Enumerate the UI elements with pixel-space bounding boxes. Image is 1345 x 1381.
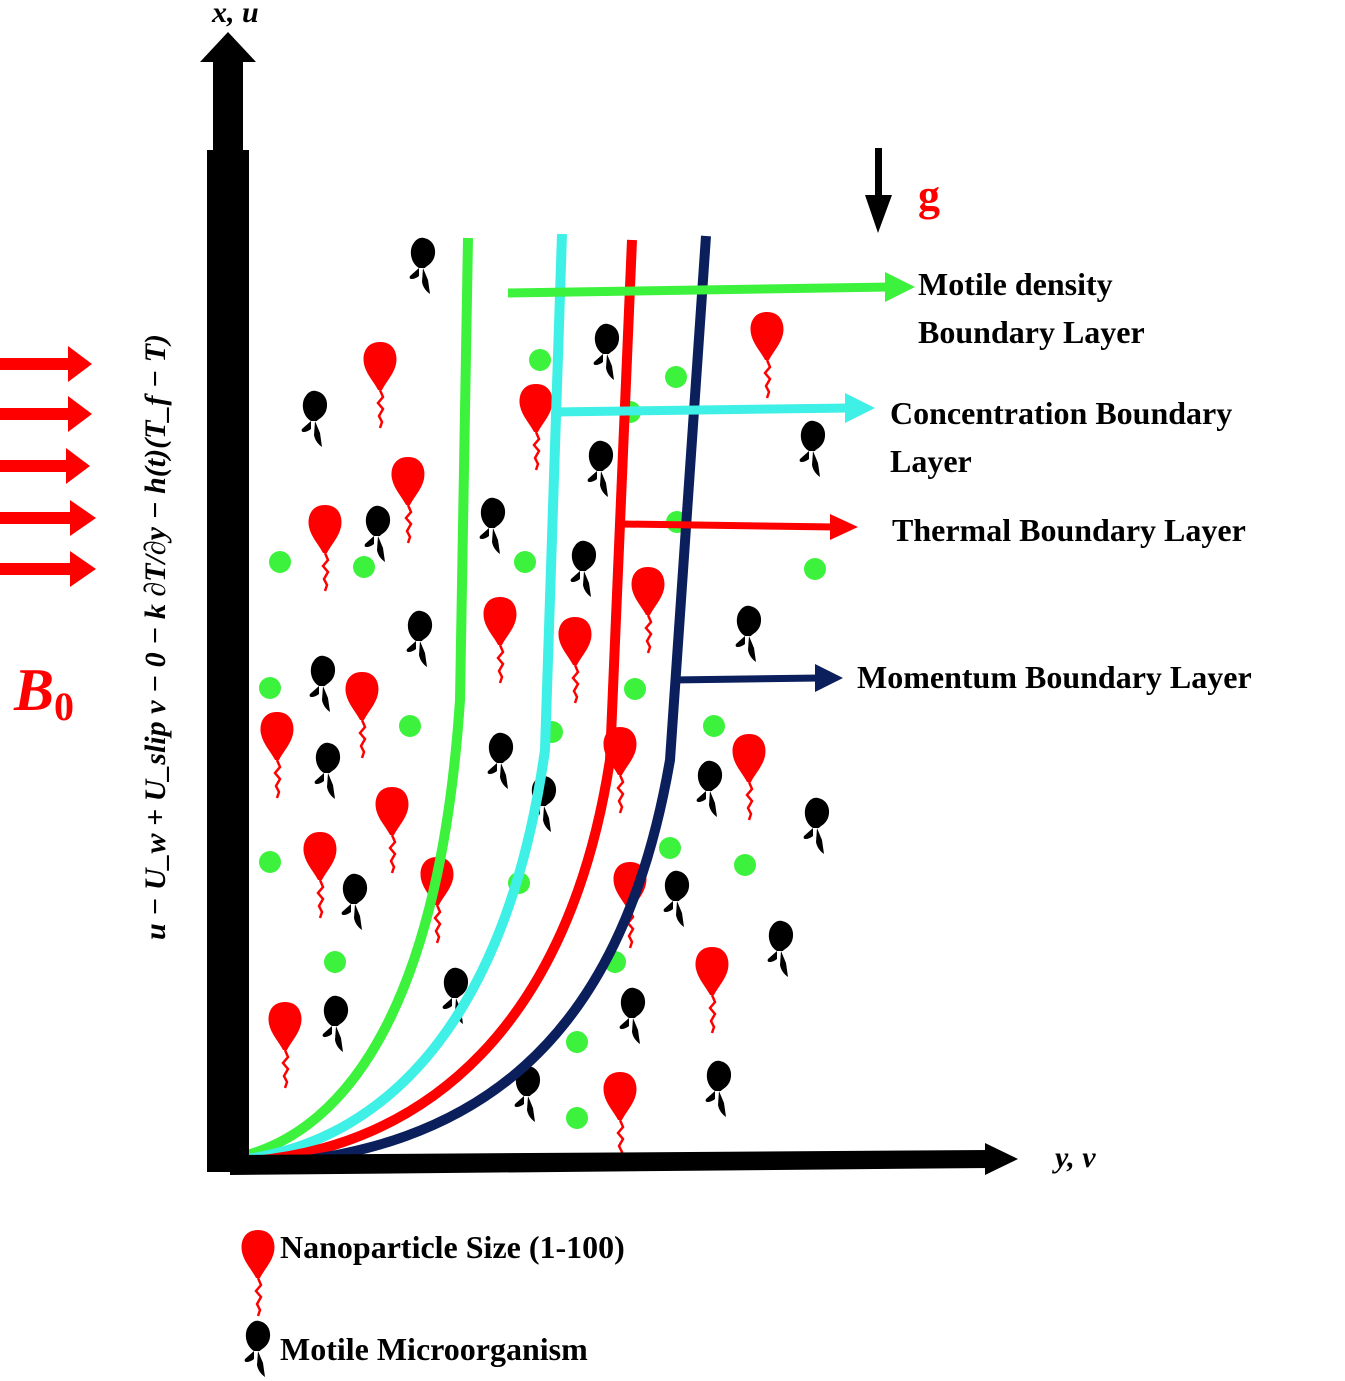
magnetic-field-arrows	[0, 346, 96, 587]
y-axis-line	[230, 1150, 990, 1175]
y-axis-label: y, v	[1052, 1141, 1096, 1174]
fluid-dot-icon	[703, 715, 725, 737]
nanoparticle-legend-icon	[240, 1228, 276, 1318]
concentration-label: Concentration Boundary	[890, 395, 1232, 431]
nanoparticle-icon	[259, 710, 295, 800]
fluid-dot-icon	[399, 715, 421, 737]
y-axis-arrowhead	[985, 1143, 1018, 1175]
x-axis-arrowhead	[200, 32, 256, 62]
microorganism-icon	[587, 440, 614, 497]
fluid-dot-icon	[324, 951, 346, 973]
microorganism-icon	[479, 497, 506, 554]
microorganism-icon	[309, 655, 336, 712]
pointer-arrows	[507, 272, 915, 692]
thermal-label: Thermal Boundary Layer	[892, 512, 1246, 548]
nanoparticle-icon	[302, 830, 338, 920]
microorganism-icon	[341, 873, 368, 930]
microorganism-icon	[570, 540, 597, 597]
magnetic-field-label: B0	[13, 657, 74, 729]
microorganism-icon	[735, 605, 762, 662]
boundary-condition-equation: u − U_w + U_slip v − 0 − k ∂T/∂y − h(t)(…	[139, 334, 172, 940]
x-axis-label: x, u	[211, 0, 259, 29]
nanoparticle-icon	[557, 615, 593, 705]
microorganism-icon	[767, 920, 794, 977]
legend: Nanoparticle Size (1-100) Motile Microor…	[240, 1228, 625, 1377]
axes	[200, 32, 1018, 1175]
nanoparticle-icon	[362, 340, 398, 430]
microorganism-legend-icon	[244, 1320, 271, 1377]
fluid-dot-icon	[566, 1031, 588, 1053]
momentum-curve	[259, 235, 711, 1170]
gravity-arrow-icon	[865, 148, 892, 233]
nanoparticle-icon	[518, 382, 554, 472]
motile-density-curve	[238, 237, 473, 1162]
microorganism-icon	[696, 760, 723, 817]
fluid-dot-icon	[624, 678, 646, 700]
microorganism-icon	[487, 732, 514, 789]
microorganism-icon	[406, 610, 433, 667]
nanoparticle-icon	[344, 670, 380, 760]
nanoparticle-icon	[749, 310, 785, 400]
boundary-layer-curves	[238, 233, 711, 1170]
nanoparticle-icon	[630, 565, 666, 655]
microorganism-icon	[322, 995, 349, 1052]
fluid-dot-icon	[665, 366, 687, 388]
nanoparticle-icon	[694, 945, 730, 1035]
microorganism-icon	[619, 987, 646, 1044]
legend-microorganism-label: Motile Microorganism	[280, 1331, 588, 1367]
microorganism-icon	[409, 237, 436, 294]
concentration-curve	[239, 233, 567, 1165]
nanoparticle-icon	[390, 455, 426, 545]
microorganism-icon	[301, 390, 328, 447]
fluid-dot-icon	[259, 677, 281, 699]
microorganism-icon	[364, 505, 391, 562]
gravity-label: g	[918, 171, 940, 220]
microorganism-icon	[663, 870, 690, 927]
fluid-dot-icon	[269, 551, 291, 573]
fluid-dot-icon	[734, 854, 756, 876]
fluid-dot-icon	[353, 556, 375, 578]
concentration-label-2: Layer	[890, 443, 972, 479]
nanoparticle-icon	[374, 785, 410, 875]
legend-nanoparticle-label: Nanoparticle Size (1-100)	[280, 1229, 625, 1265]
nanoparticle-icon	[602, 1070, 638, 1160]
momentum-label: Momentum Boundary Layer	[857, 659, 1252, 695]
fluid-dot-icon	[514, 551, 536, 573]
motile-density-label: Motile density	[918, 266, 1113, 302]
fluid-dot-icon	[659, 837, 681, 859]
nanoparticle-icon	[482, 595, 518, 685]
fluid-dot-icon	[566, 1107, 588, 1129]
fluid-dot-icon	[804, 558, 826, 580]
microorganism-icon	[799, 420, 826, 477]
thermal-curve	[239, 239, 637, 1167]
microorganism-icon	[593, 323, 620, 380]
motile-density-label-2: Boundary Layer	[918, 314, 1145, 350]
fluid-dot-icon	[259, 851, 281, 873]
fluid-dot-icon	[529, 349, 551, 371]
nanoparticle-icon	[267, 1000, 303, 1090]
nanoparticle-icon	[731, 732, 767, 822]
microorganism-icon	[803, 797, 830, 854]
wall-plate	[207, 150, 249, 1172]
nanoparticle-icon	[307, 503, 343, 593]
microorganism-icon	[705, 1060, 732, 1117]
microorganism-icon	[314, 742, 341, 799]
